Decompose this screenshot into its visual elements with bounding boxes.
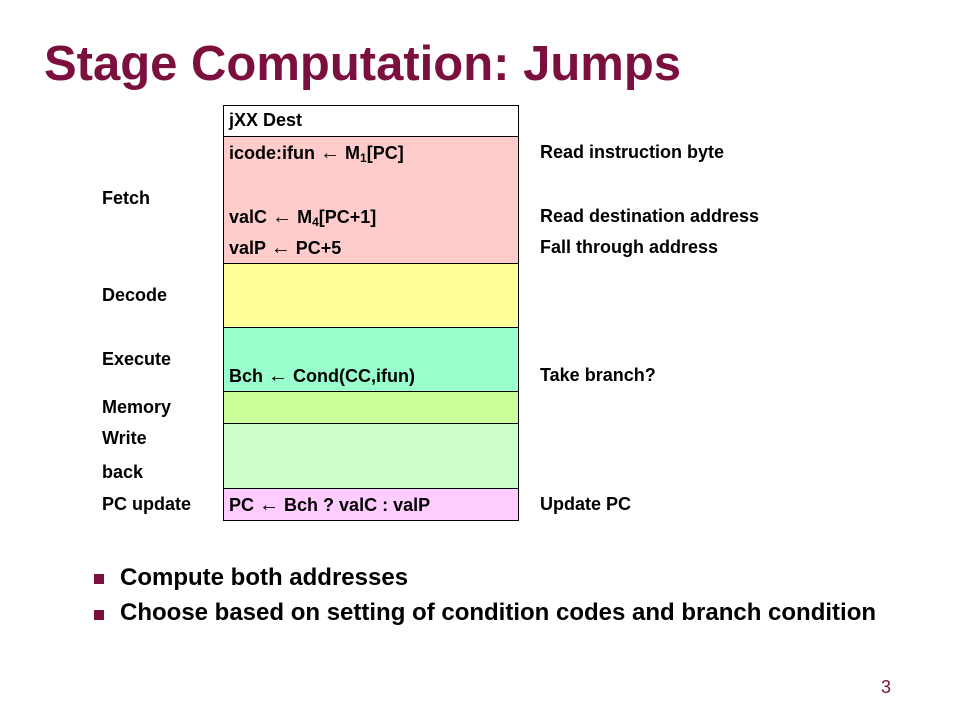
- left-arrow-icon: ←: [272, 206, 293, 228]
- op-rhs: Bch ? valC : valP: [284, 495, 431, 515]
- note-read-destination: Read destination address: [540, 206, 760, 226]
- fetch-op-valp: valP ← PC+5: [229, 237, 341, 260]
- bullet-square-icon: [94, 574, 104, 584]
- fetch-cell: [223, 136, 519, 264]
- note-read-instruction: Read instruction byte: [540, 142, 725, 162]
- op-lhs: valP: [229, 238, 266, 258]
- header-cell: [223, 105, 519, 137]
- op-rhs: Cond(CC,ifun): [293, 366, 416, 386]
- left-arrow-icon: ←: [270, 237, 291, 259]
- op-rhs: M: [345, 143, 361, 163]
- slide-title: Stage Computation: Jumps: [44, 37, 682, 91]
- fetch-op-valc: valC ← M4[PC+1]: [229, 206, 376, 229]
- stage-label-pc-update: PC update: [102, 494, 192, 514]
- op-lhs: valC: [229, 207, 268, 227]
- writeback-cell: [223, 423, 519, 489]
- op-rhs-subscript: 1: [360, 151, 367, 165]
- left-arrow-icon: ←: [268, 365, 289, 387]
- stage-label-decode: Decode: [102, 285, 168, 305]
- stage-label-execute: Execute: [102, 349, 172, 369]
- note-take-branch: Take branch?: [540, 365, 656, 385]
- stage-label-back: back: [102, 462, 144, 482]
- op-lhs: Bch: [229, 366, 264, 386]
- left-arrow-icon: ←: [259, 494, 280, 516]
- op-rhs: M: [297, 207, 313, 227]
- execute-op: Bch ← Cond(CC,ifun): [229, 365, 415, 388]
- memory-cell: [223, 391, 519, 424]
- stage-label-memory: Memory: [102, 397, 172, 417]
- op-rhs-tail: [PC+1]: [318, 207, 377, 227]
- op-lhs: PC: [229, 495, 255, 515]
- op-rhs: PC+5: [295, 238, 342, 258]
- pc-update-op: PC ← Bch ? valC : valP: [229, 494, 430, 517]
- fetch-op-icode: icode:ifun ← M1[PC]: [229, 142, 404, 165]
- note-update-pc: Update PC: [540, 494, 632, 514]
- stage-label-fetch: Fetch: [102, 188, 151, 208]
- op-rhs-tail: [PC]: [366, 143, 404, 163]
- left-arrow-icon: ←: [320, 142, 341, 164]
- decode-cell: [223, 263, 519, 328]
- bullet-item: Compute both addresses: [120, 564, 409, 591]
- stage-label-write: Write: [102, 428, 147, 448]
- instruction-header: jXX Dest: [229, 110, 303, 130]
- pc-update-cell: [223, 488, 519, 521]
- bullet-square-icon: [94, 610, 104, 620]
- page-number: 3: [881, 677, 892, 697]
- op-rhs-subscript: 4: [312, 215, 319, 229]
- op-lhs: icode:ifun: [229, 143, 315, 163]
- note-fall-through: Fall through address: [540, 237, 719, 257]
- bullet-item: Choose based on setting of condition cod…: [120, 599, 877, 626]
